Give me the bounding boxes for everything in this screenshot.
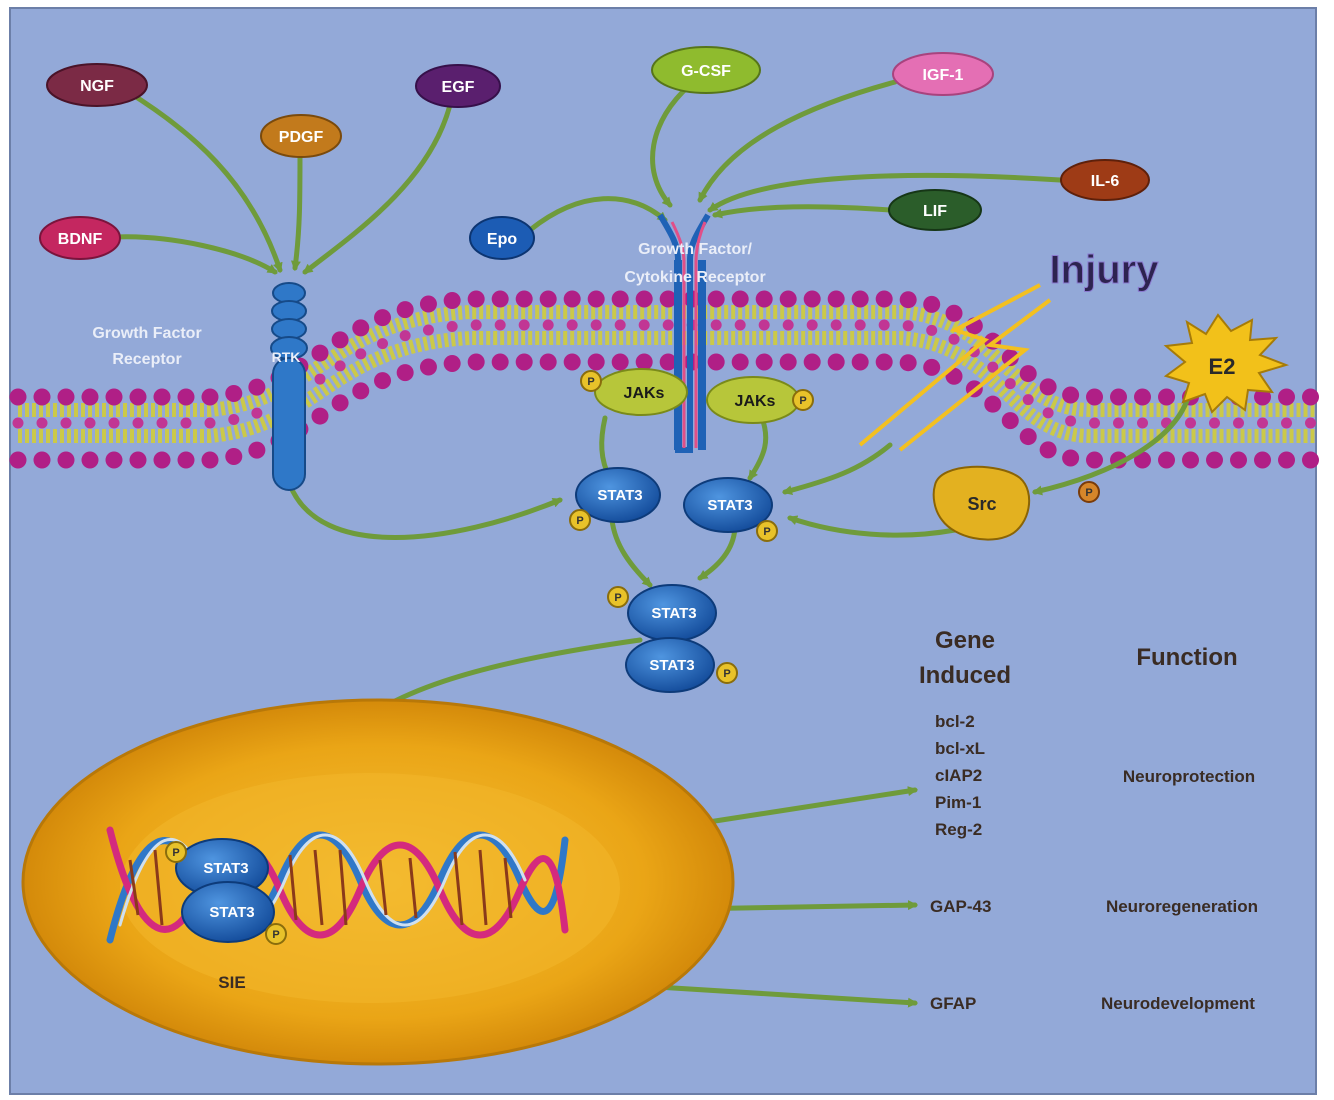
phospho-label: P: [587, 376, 594, 388]
phospho-label: P: [799, 395, 806, 407]
ligand-igf1-label: IGF-1: [923, 67, 964, 84]
phospho-label: P: [1085, 487, 1092, 499]
ligand-pdgf: PDGF: [261, 115, 341, 157]
ligand-igf1: IGF-1: [893, 53, 993, 95]
ligand-bdnf: BDNF: [40, 217, 120, 259]
e2-label: E2: [1209, 354, 1236, 379]
jak-left-label: JAKs: [624, 385, 665, 402]
stat3-left-label: STAT3: [597, 487, 642, 504]
cytokine-receptor-label-line2: Cytokine Receptor: [624, 269, 765, 286]
ligand-epo: Epo: [470, 217, 534, 259]
phospho-jak-right: P: [793, 390, 813, 410]
phospho-nuclear-top: P: [166, 842, 186, 862]
gene-item: Pim-1: [935, 793, 981, 812]
jak-right-label: JAKs: [735, 393, 776, 410]
rtk-label: RTK: [272, 349, 301, 365]
gene-item: cIAP2: [935, 766, 982, 785]
stat3-dimer-bottom-label: STAT3: [649, 657, 694, 674]
ligand-lif: LIF: [889, 190, 981, 230]
phospho-nuclear-bottom: P: [266, 924, 286, 944]
ligand-ngf: NGF: [47, 64, 147, 106]
src-label: Src: [967, 494, 996, 514]
jak-left: JAKs: [595, 369, 687, 415]
ligand-il6-label: IL-6: [1091, 173, 1120, 190]
jak-right: JAKs: [707, 377, 799, 423]
gene-item: bcl-xL: [935, 739, 985, 758]
ligand-egf: EGF: [416, 65, 500, 107]
stat3-dimer-top-label: STAT3: [651, 605, 696, 622]
stat3-right-label: STAT3: [707, 497, 752, 514]
phospho-label: P: [614, 592, 621, 604]
phospho-stat3-right: P: [757, 521, 777, 541]
nuclear-stat3-bottom-label: STAT3: [209, 904, 254, 921]
nuclear-stat3-top-label: STAT3: [203, 860, 248, 877]
phospho-jak-left: P: [581, 371, 601, 391]
phospho-label: P: [272, 929, 279, 941]
gene-header-line2: Induced: [919, 662, 1011, 689]
gene-header-line1: Gene: [935, 627, 995, 654]
injury-label: Injury: [1050, 248, 1160, 292]
function-neurodevelopment: Neurodevelopment: [1101, 994, 1255, 1013]
growth-factor-receptor-label-line1: Growth Factor: [92, 325, 201, 342]
ligand-bdnf-label: BDNF: [58, 231, 103, 248]
phospho-label: P: [172, 847, 179, 859]
phospho-label: P: [723, 668, 730, 680]
rtk-receptor: RTK: [271, 283, 307, 490]
gene-item: bcl-2: [935, 712, 975, 731]
ligand-epo-label: Epo: [487, 231, 517, 248]
phospho-src: P: [1079, 482, 1099, 502]
ligand-ngf-label: NGF: [80, 78, 114, 95]
cytokine-receptor-label-line1: Growth Factor/: [638, 241, 752, 258]
phospho-stat3-left: P: [570, 510, 590, 530]
function-neuroregeneration: Neuroregeneration: [1106, 897, 1258, 916]
ligand-gcsf-label: G-CSF: [681, 63, 731, 80]
sie-label: SIE: [218, 973, 245, 992]
gene-gfap: GFAP: [930, 994, 976, 1013]
function-neuroprotection: Neuroprotection: [1123, 767, 1255, 786]
phospho-dimer-bottom: P: [717, 663, 737, 683]
phospho-label: P: [576, 515, 583, 527]
gene-item: Reg-2: [935, 820, 982, 839]
ligand-pdgf-label: PDGF: [279, 129, 324, 146]
gene-gap43: GAP-43: [930, 897, 991, 916]
ligand-gcsf: G-CSF: [652, 47, 760, 93]
ligand-lif-label: LIF: [923, 203, 947, 220]
phospho-label: P: [763, 526, 770, 538]
ligand-il6: IL-6: [1061, 160, 1149, 200]
growth-factor-receptor-label-line2: Receptor: [112, 351, 181, 368]
phospho-dimer-top: P: [608, 587, 628, 607]
ligand-egf-label: EGF: [442, 79, 475, 96]
function-header: Function: [1136, 644, 1237, 671]
